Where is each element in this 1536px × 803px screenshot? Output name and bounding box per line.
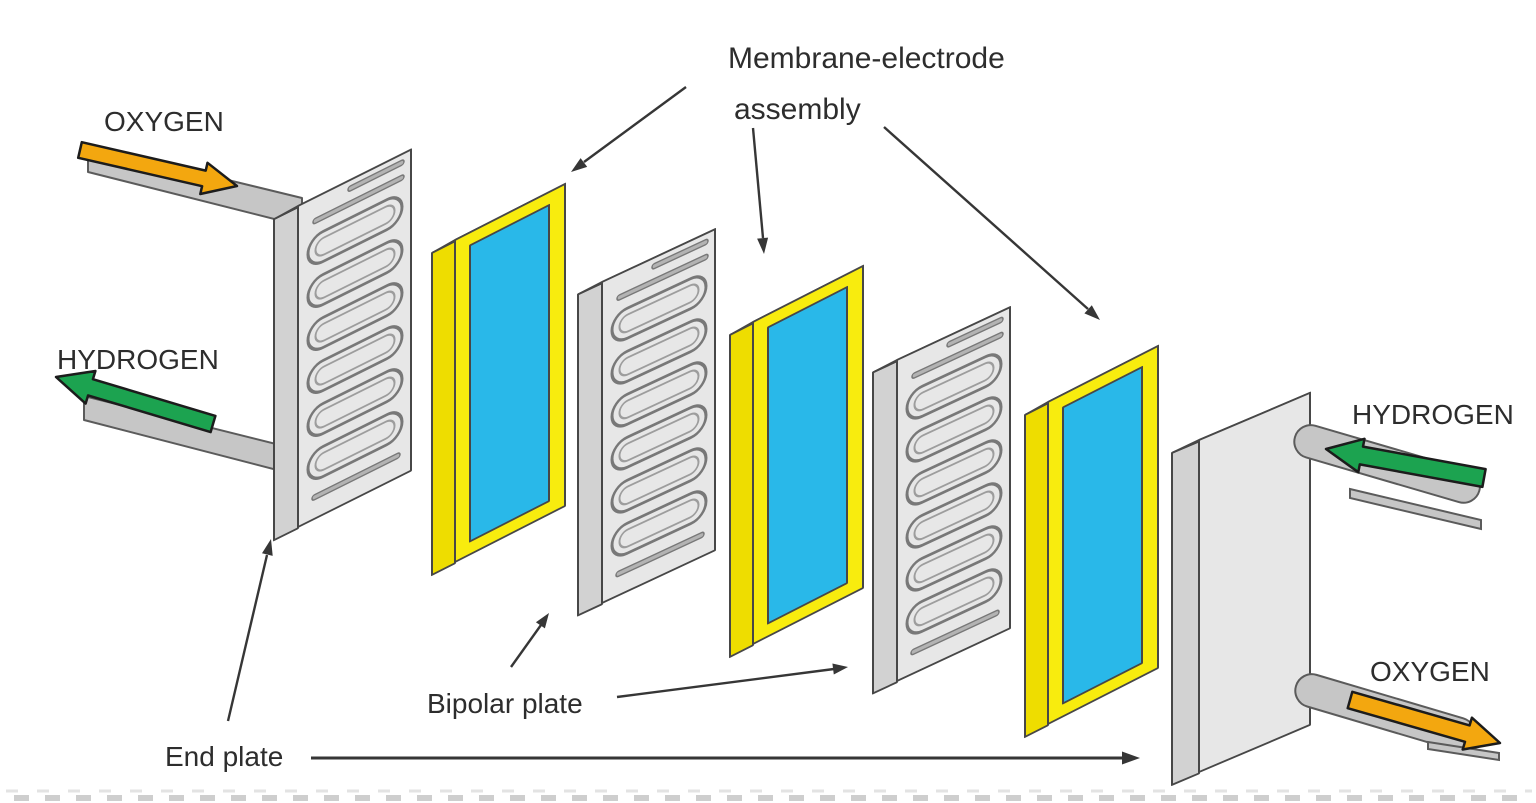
oxygen-left-label: OXYGEN <box>104 106 224 137</box>
hydrogen-pipe-inner-wall <box>1349 487 1482 531</box>
oxygen-pipe-inner-wall <box>1427 740 1500 762</box>
hydrogen-out-arrow <box>54 369 217 434</box>
bipolar-plate-1 <box>578 229 715 615</box>
membrane-electrode-assembly-1 <box>430 182 567 577</box>
hydrogen-in-arrow <box>1324 437 1487 489</box>
membrane-electrode-assembly-2 <box>728 264 865 659</box>
end-plate-label: End plate <box>165 741 283 772</box>
membrane-electrode-assembly-3 <box>1023 344 1160 739</box>
oxygen-in-arrow <box>76 140 239 196</box>
end-plate-left <box>274 150 411 541</box>
oxygen-right-label: OXYGEN <box>1370 656 1490 687</box>
hydrogen-left-label: HYDROGEN <box>57 344 219 375</box>
end-plate-right <box>1170 391 1312 786</box>
oxygen-out-arrow <box>1346 690 1502 751</box>
hydrogen-right-label: HYDROGEN <box>1352 399 1514 430</box>
bipolar-plate-2 <box>873 307 1010 693</box>
mea-label-line2: assembly <box>734 93 861 126</box>
bipolar-plate-label: Bipolar plate <box>427 688 583 719</box>
bottom-scan-artifact <box>6 789 1532 801</box>
leader-lines <box>226 86 1140 765</box>
mea-label-line1: Membrane-electrode <box>728 42 1005 75</box>
